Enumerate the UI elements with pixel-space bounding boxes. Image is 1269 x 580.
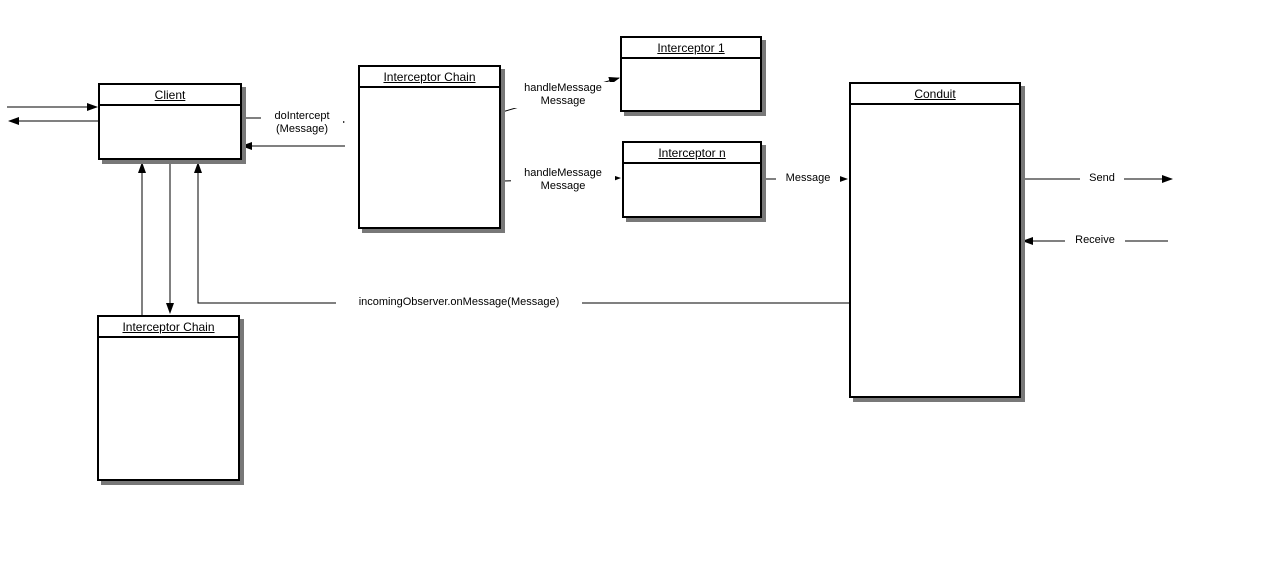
- node-interceptor-1-title: Interceptor 1: [657, 40, 725, 55]
- edge-label-message: Message: [776, 172, 840, 185]
- node-interceptor-chain-bottom-header: Interceptor Chain: [99, 317, 238, 338]
- edge-label-receive: Receive: [1065, 234, 1125, 247]
- node-interceptor-1-header: Interceptor 1: [622, 38, 760, 59]
- edge-label-handle-message-n: handleMessage Message: [511, 167, 615, 193]
- node-conduit: Conduit: [849, 82, 1021, 398]
- edge-label-incoming-observer: incomingObserver.onMessage(Message): [336, 296, 582, 309]
- node-interceptor-1: Interceptor 1: [620, 36, 762, 112]
- node-interceptor-chain-top: Interceptor Chain: [358, 65, 501, 229]
- node-conduit-title: Conduit: [914, 86, 956, 101]
- node-interceptor-chain-bottom-title: Interceptor Chain: [122, 319, 215, 334]
- node-client: Client: [98, 83, 242, 160]
- node-interceptor-chain-top-title: Interceptor Chain: [383, 69, 476, 84]
- node-interceptor-n-header: Interceptor n: [624, 143, 760, 164]
- edge-label-handle-message-1: handleMessage Message: [511, 82, 615, 108]
- node-conduit-header: Conduit: [851, 84, 1019, 105]
- node-client-header: Client: [100, 85, 240, 106]
- node-client-title: Client: [154, 87, 186, 102]
- node-interceptor-chain-bottom: Interceptor Chain: [97, 315, 240, 481]
- node-interceptor-n-title: Interceptor n: [658, 145, 726, 160]
- node-interceptor-chain-top-header: Interceptor Chain: [360, 67, 499, 88]
- edge-label-send: Send: [1080, 172, 1124, 185]
- edge-label-do-intercept: doIntercept (Message): [261, 110, 343, 136]
- node-interceptor-n: Interceptor n: [622, 141, 762, 218]
